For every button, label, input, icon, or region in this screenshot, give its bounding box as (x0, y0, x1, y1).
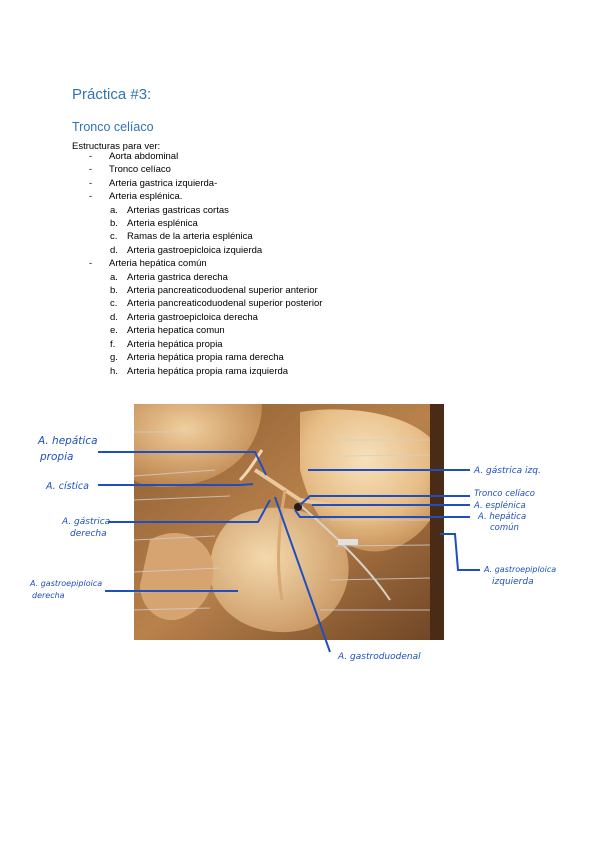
list-item: - Arteria hepática común a. Arteria gastri… (72, 257, 322, 378)
label-gastrica-derecha-2: derecha (70, 529, 107, 539)
sub-list-letter: c. (110, 231, 118, 243)
structure-list: - Aorta abdominal - Tronco celíaco - Arteri… (72, 150, 322, 378)
sub-list-label: Arteria gastrica derecha (127, 271, 228, 283)
handwritten-labels: A. hepática propia A. cística A. gástric… (29, 435, 556, 662)
sub-list: a. Arterias gastricas cortas b. Arteria es… (109, 204, 322, 258)
label-gastroepiploica-derecha-1: A. gastroepiploica (29, 579, 102, 588)
sub-list-item: h. Arteria hepática propia rama izquierda (109, 365, 322, 378)
sub-list-item: f. Arteria hepática propia (109, 338, 322, 351)
label-hepatica-propia-2: propia (39, 451, 73, 463)
leader-tronco-celiaco (299, 495, 470, 506)
list-item: - Arteria gastrica izquierda- (72, 177, 322, 190)
sub-list-item: c. Ramas de la arteria esplénica (109, 230, 322, 243)
label-tronco-celiaco: Tronco celíaco (474, 489, 535, 499)
leader-cistica (98, 483, 254, 486)
sub-list-label: Arteria hepática propia rama izquierda (127, 365, 289, 377)
list-dash: - (89, 164, 93, 176)
sub-list-letter: d. (110, 244, 118, 256)
list-item: - Arteria esplénica. a. Arterias gastricas… (72, 190, 322, 257)
sub-list-label: Arteria hepática propia (127, 338, 223, 350)
sub-list-item: d. Arteria gastroepicloica izquierda (109, 244, 322, 257)
sub-list-letter: d. (110, 311, 118, 323)
list-dash: - (89, 151, 93, 162)
leader-gastroepiploica-izquierda (440, 533, 480, 571)
sub-list-item: d. Arteria gastroepicloica derecha (109, 311, 322, 324)
list-dash: - (89, 191, 93, 203)
label-gastroepiploica-izquierda-2: izquierda (492, 577, 534, 587)
label-gastrica-izquierda: A. gástrica izq. (473, 466, 541, 476)
label-gastroepiploica-izquierda-1: A. gastroepiploica (483, 565, 556, 574)
label-gastroepiploica-derecha-2: derecha (32, 591, 65, 600)
sub-list-letter: g. (110, 352, 118, 364)
label-gastrica-derecha-1: A. gástrica (61, 517, 110, 527)
section-title: Tronco celíaco (72, 120, 154, 134)
label-hepatica-comun-2: común (490, 523, 519, 533)
label-esplenica: A. esplénica (473, 500, 526, 511)
sub-list-letter: a. (110, 204, 118, 216)
sub-list-label: Arteria hepatica comun (127, 325, 225, 337)
sub-list-label: Arteria gastroepicloica derecha (127, 311, 258, 323)
leader-gastroduodenal (274, 496, 331, 653)
sub-list-letter: c. (110, 298, 118, 310)
sub-list-label: Arteria esplénica (127, 218, 198, 230)
list-item-label: Arteria gastrica izquierda- (109, 177, 218, 189)
sub-list: a. Arteria gastrica derecha b. Arteria pan… (109, 271, 322, 378)
sub-list-letter: a. (110, 271, 118, 283)
sub-list-letter: f. (110, 338, 116, 350)
sub-list-label: Ramas de la arteria esplénica (127, 231, 253, 243)
list-dash: - (89, 177, 93, 189)
annotated-anatomy-figure: A. hepática propia A. cística A. gástric… (29, 404, 556, 662)
leader-gastrica-derecha (108, 499, 271, 523)
annotation-leaders (98, 451, 480, 653)
list-item: - Tronco celíaco (72, 163, 322, 176)
leader-hepatica-comun (294, 509, 470, 518)
list-item: - Aorta abdominal (72, 150, 322, 163)
sub-list-label: Arteria pancreaticoduodenal superior ant… (127, 285, 318, 297)
sub-list-item: a. Arteria gastrica derecha (109, 271, 322, 284)
label-hepatica-comun-1: A. hepática (477, 512, 526, 522)
sub-list-label: Arteria pancreaticoduodenal superior pos… (127, 298, 323, 310)
list-dash: - (89, 258, 93, 270)
dissection-photo (134, 404, 444, 640)
page-title: Práctica #3: (72, 86, 152, 103)
sub-list-item: b. Arteria esplénica (109, 217, 322, 230)
label-cistica: A. cística (45, 481, 89, 492)
list-item-label: Aorta abdominal (109, 151, 179, 162)
list-item-label: Tronco celíaco (109, 164, 171, 176)
sub-list-item: e. Arteria hepatica comun (109, 324, 322, 337)
intro-text: Estructuras para ver: (72, 141, 161, 152)
sub-list-letter: b. (110, 218, 118, 230)
sub-list-letter: e. (110, 325, 118, 337)
leader-hepatica-propia (98, 451, 267, 476)
sub-list-label: Arteria gastroepicloica izquierda (127, 244, 263, 256)
list-item-label: Arteria esplénica. (109, 191, 183, 203)
list-item-label: Arteria hepática común (109, 258, 207, 270)
sub-list-item: g. Arteria hepática propia rama derecha (109, 351, 322, 364)
sub-list-item: b. Arteria pancreaticoduodenal superior a… (109, 284, 322, 297)
sub-list-letter: b. (110, 285, 118, 297)
sub-list-item: c. Arteria pancreaticoduodenal superior p… (109, 297, 322, 310)
label-gastroduodenal: A. gastroduodenal (337, 652, 421, 662)
label-hepatica-propia-1: A. hepática (37, 435, 98, 447)
sub-list-label: Arterias gastricas cortas (127, 204, 229, 216)
sub-list-label: Arteria hepática propia rama derecha (127, 352, 284, 364)
sub-list-letter: h. (110, 365, 118, 377)
sub-list-item: a. Arterias gastricas cortas (109, 204, 322, 217)
